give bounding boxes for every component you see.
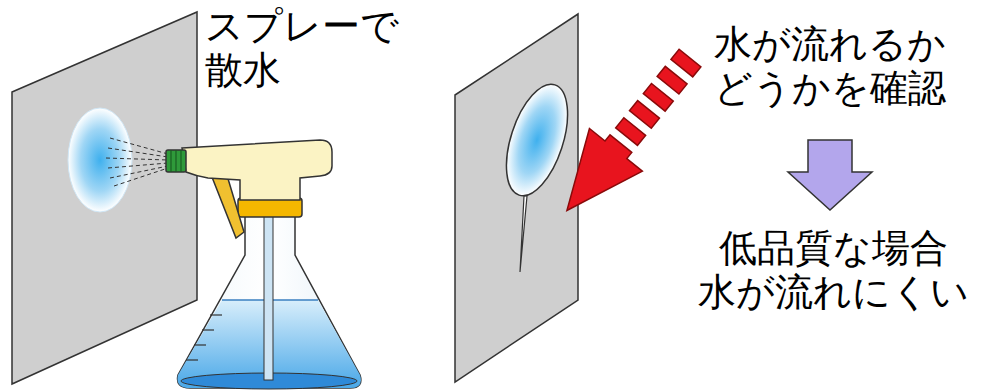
result-arrow — [788, 140, 872, 210]
spray-mist — [106, 138, 168, 186]
caption-text: 水が流れるか どうかを確認 — [714, 22, 946, 110]
wet-spot — [494, 77, 579, 203]
water-run — [520, 196, 527, 272]
caption-text: 低品質な場合 水が流れにくい — [698, 226, 969, 314]
wall-panel — [12, 12, 197, 384]
spray-bottle — [166, 140, 361, 389]
caption-text: スプレーで 散水 — [205, 4, 399, 92]
wet-spot — [68, 108, 132, 212]
pointer-arrow — [540, 37, 716, 232]
wall-panel — [455, 14, 578, 382]
